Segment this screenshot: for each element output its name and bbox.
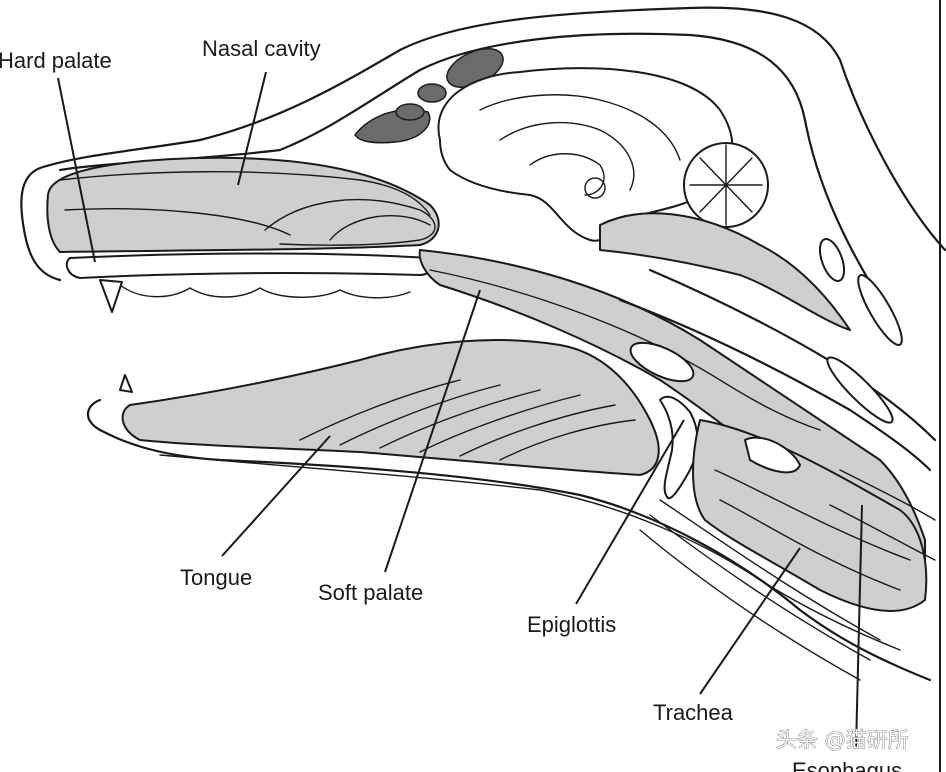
epiglottis-label: Epiglottis — [527, 612, 616, 637]
hard-palate-plate — [65, 252, 436, 279]
hard-palate-leader — [57, 77, 96, 263]
soft-palate-label: Soft palate — [318, 580, 423, 605]
soft-palate-pocket — [629, 341, 695, 383]
tongue-body — [121, 339, 660, 476]
cerebellum-folia — [689, 144, 763, 226]
upper-canine — [99, 279, 123, 313]
nasal-turbinate-1 — [59, 171, 431, 216]
brain-cerebrum — [437, 67, 734, 242]
esophagus-label: Esophagus — [792, 758, 902, 772]
trachea-rings — [714, 469, 911, 591]
nasal-cavity-leader — [237, 71, 267, 186]
brain-gyri-1 — [479, 94, 681, 161]
esophagus-tube — [829, 469, 936, 561]
tongue-leader — [221, 435, 331, 557]
lower-incisor — [119, 374, 133, 393]
ventral-neck-lines — [639, 499, 881, 681]
watermark-text: 头条 @猫研所 — [776, 728, 909, 752]
vertebra-1 — [818, 238, 846, 282]
trachea-label: Trachea — [653, 700, 734, 725]
head-outer-outline — [20, 6, 946, 282]
nasal-turbinate-2 — [64, 208, 291, 236]
lower-jaw-inner — [159, 454, 901, 651]
tongue-muscle-fibers — [299, 379, 636, 461]
nasal-cavity-label: Nasal cavity — [202, 36, 321, 61]
brain-ventricle — [584, 177, 606, 199]
hard-palate-label: Hard palate — [0, 48, 112, 73]
trachea-leader — [699, 547, 801, 695]
nasal-turbinate-4 — [329, 214, 431, 241]
skull-inner-outline — [58, 32, 902, 332]
esophagus-leader — [855, 504, 863, 749]
vertebra-2 — [857, 274, 903, 346]
soft-palate-leader — [384, 289, 481, 573]
epiglottis-leader — [575, 419, 685, 605]
epiglottis-flap — [659, 395, 699, 500]
upper-jaw-teeth — [119, 284, 411, 299]
brain-gyri-2 — [499, 121, 635, 191]
vertebra-3 — [826, 356, 894, 424]
nasal-turbinate-3 — [264, 198, 436, 246]
neck-band-2 — [618, 298, 932, 472]
sinus-2 — [417, 83, 447, 103]
brainstem — [599, 212, 851, 331]
sinus-4 — [395, 103, 425, 121]
lower-jaw-outline — [86, 398, 932, 682]
brain-gyri-3 — [529, 153, 605, 196]
vocal-fold — [744, 436, 801, 474]
tongue-label: Tongue — [180, 565, 252, 590]
trachea-tube — [692, 419, 928, 612]
